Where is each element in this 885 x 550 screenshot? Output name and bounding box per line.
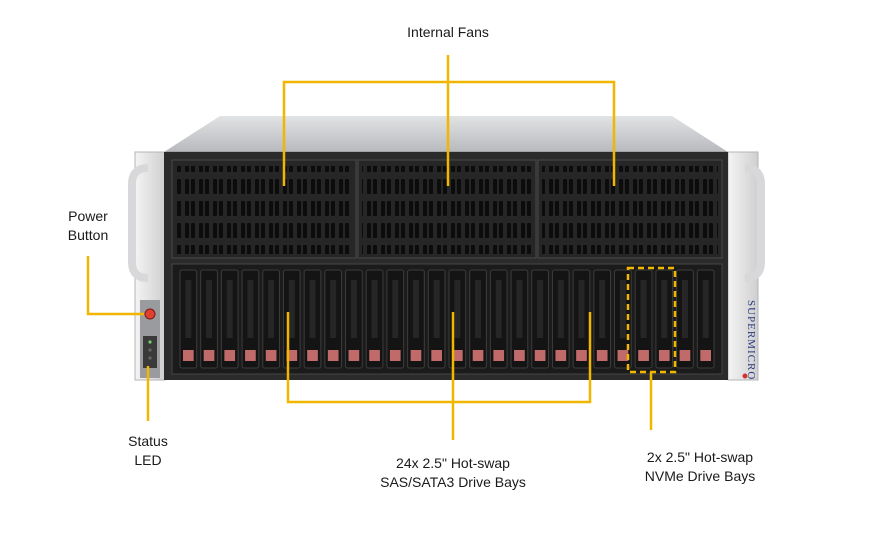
status-led-label: Status LED <box>118 432 178 470</box>
drive-tray-led <box>265 350 277 361</box>
drive-tray-led <box>472 350 484 361</box>
sas-sata-bays-label-line: SAS/SATA3 Drive Bays <box>380 474 526 490</box>
drive-tray-led <box>514 350 525 361</box>
drive-tray-led <box>638 350 649 361</box>
drive-tray-led <box>183 350 194 361</box>
status-led-label-line: LED <box>134 452 162 468</box>
chassis-top <box>164 116 728 152</box>
drive-tray-led <box>307 350 318 361</box>
drive-tray[interactable] <box>427 269 446 369</box>
drive-tray-led <box>224 350 236 361</box>
drive-tray-led <box>286 350 298 361</box>
sas-sata-bays-label-line: 24x 2.5" Hot-swap <box>396 455 510 471</box>
drive-tray-led <box>679 350 691 361</box>
drive-bays <box>179 269 715 369</box>
brand-logo: SUPERMICRO <box>745 300 757 380</box>
nvme-bays-label-line: 2x 2.5" Hot-swap <box>646 449 754 465</box>
drive-tray[interactable] <box>489 269 508 369</box>
internal-fans-label: Internal Fans <box>407 24 489 40</box>
power-button-label-line: Power <box>68 208 108 224</box>
nvme-drive-tray[interactable] <box>676 269 694 369</box>
sata-callout-bracket <box>286 312 592 404</box>
fan-bay <box>171 159 723 259</box>
drive-tray[interactable] <box>282 269 301 369</box>
drive-tray[interactable] <box>551 269 570 369</box>
drive-tray[interactable] <box>179 269 198 369</box>
drive-tray[interactable] <box>365 269 384 369</box>
drive-tray[interactable] <box>220 269 239 369</box>
drive-tray-led <box>576 350 587 361</box>
sas-sata-bays-label: 24x 2.5" Hot-swap SAS/SATA3 Drive Bays <box>363 454 543 492</box>
power-button-label: Power Button <box>58 207 118 245</box>
status-led-panel <box>143 336 157 368</box>
drive-tray[interactable] <box>324 269 343 369</box>
drive-tray[interactable] <box>593 269 612 369</box>
drive-tray-led <box>617 350 629 361</box>
drive-tray[interactable] <box>407 269 425 369</box>
drive-tray-led <box>431 350 442 361</box>
drive-tray-led <box>452 350 463 361</box>
drive-tray-led <box>203 350 215 361</box>
drive-tray-led <box>245 350 256 361</box>
drive-tray[interactable] <box>448 269 467 369</box>
status-led-label-line: Status <box>128 433 168 449</box>
drive-tray[interactable] <box>386 269 405 369</box>
drive-tray-led <box>410 350 422 361</box>
drive-tray[interactable] <box>200 269 218 369</box>
drive-tray[interactable] <box>634 269 653 369</box>
nvme-bays-label: 2x 2.5" Hot-swap NVMe Drive Bays <box>620 448 780 486</box>
drive-tray[interactable] <box>241 269 260 369</box>
brand-logo-dot <box>742 373 748 379</box>
drive-tray-led <box>534 350 546 361</box>
power-button[interactable] <box>144 308 156 320</box>
drive-tray-led <box>327 350 339 361</box>
power-button-label-line: Button <box>67 227 109 243</box>
drive-tray-led <box>555 350 567 361</box>
drive-tray-led <box>369 350 380 361</box>
drive-tray[interactable] <box>696 269 715 369</box>
drive-tray-led <box>348 350 360 361</box>
right-rack-ear: SUPERMICRO <box>727 151 765 381</box>
callout-lines <box>86 55 677 440</box>
drive-tray-led <box>493 350 505 361</box>
drive-tray[interactable] <box>510 269 529 369</box>
drive-tray[interactable] <box>262 269 280 369</box>
nvme-drive-tray[interactable] <box>655 269 674 369</box>
status-led <box>148 356 152 360</box>
drive-tray-led <box>658 350 670 361</box>
drive-tray[interactable] <box>303 269 322 369</box>
drive-tray-led <box>596 350 608 361</box>
status-led <box>148 348 152 352</box>
left-rack-ear <box>128 151 166 381</box>
drive-tray-led <box>389 350 401 361</box>
status-led <box>148 340 152 344</box>
drive-tray-led <box>700 350 711 361</box>
drive-tray[interactable] <box>345 269 363 369</box>
drive-tray[interactable] <box>469 269 487 369</box>
drive-tray[interactable] <box>572 269 591 369</box>
nvme-bays-label-line: NVMe Drive Bays <box>644 468 756 484</box>
drive-tray[interactable] <box>531 269 549 369</box>
power-callout-line <box>86 256 144 316</box>
